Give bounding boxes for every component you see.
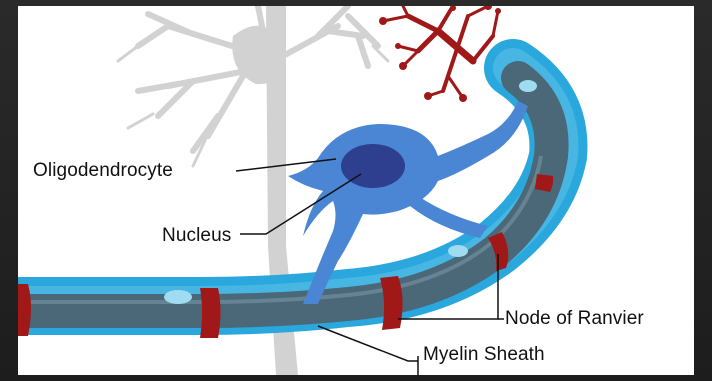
axon-terminal-buttons [379, 6, 501, 102]
axon-terminal [383, 6, 498, 98]
axon-with-myelin [18, 68, 558, 311]
myelin-sheath-leader [318, 326, 418, 361]
oligodendrocyte-label: Oligodendrocyte [33, 160, 173, 182]
myelin-sheath-label: Myelin Sheath [423, 344, 545, 366]
diagram-canvas: Oligodendrocyte Nucleus Node of Ranvier … [18, 6, 694, 375]
node-of-ranvier-label: Node of Ranvier [505, 308, 644, 330]
nucleus-label: Nucleus [162, 225, 231, 247]
